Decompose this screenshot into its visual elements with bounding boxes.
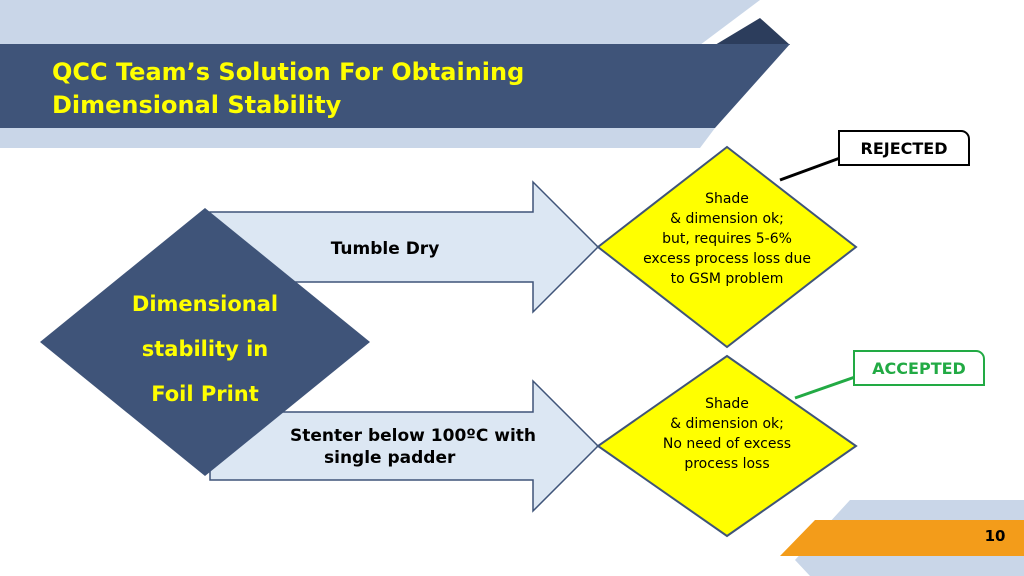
- main-node-line-3: Foil Print: [151, 382, 259, 406]
- slide-title-line-2: Dimensional Stability: [52, 91, 342, 119]
- rejected-tag: REJECTED: [838, 130, 970, 166]
- outcome-top-diamond: [596, 145, 858, 349]
- outcome-bottom-text: Shade & dimension ok; No need of excess …: [617, 394, 837, 474]
- outcome-top-line-2: & dimension ok;: [670, 211, 784, 227]
- arrow-bottom-label-line-1: Stenter below 100ºC with: [290, 426, 537, 446]
- outcome-top-line-1: Shade: [705, 191, 749, 207]
- arrow-bottom-label: Stenter below 100ºC with single padder: [278, 425, 568, 469]
- outcome-bottom-diamond: [596, 354, 858, 538]
- outcome-bottom-line-2: & dimension ok;: [670, 416, 784, 432]
- main-node-line-2: stability in: [141, 337, 269, 361]
- outcome-top-line-3: but, requires 5-6%: [662, 231, 792, 247]
- arrow-bottom-label-line-2: single padder: [324, 448, 456, 468]
- outcome-top-text: Shade & dimension ok; but, requires 5-6%…: [617, 189, 837, 289]
- outcome-bottom-line-3: No need of excess: [662, 436, 792, 452]
- arrow-stenter: [209, 379, 600, 513]
- main-node-label: Dimensional stability in Foil Print: [110, 282, 300, 417]
- main-node-line-1: Dimensional: [131, 292, 279, 316]
- slide-title: QCC Team’s Solution For Obtaining Dimens…: [52, 56, 672, 122]
- accepted-connector: [794, 375, 856, 400]
- header-dark-band: [0, 44, 790, 128]
- page-number: 10: [984, 527, 1006, 545]
- outcome-top-line-4: excess process loss due: [643, 251, 811, 267]
- outcome-bottom-line-1: Shade: [705, 396, 749, 412]
- footer-orange-band: [780, 520, 1024, 556]
- header-dark-corner: [715, 18, 790, 45]
- main-node-diamond: [40, 208, 370, 476]
- footer-light-band-bottom: [795, 560, 1024, 576]
- outcome-top-line-5: to GSM problem: [670, 271, 784, 287]
- arrow-top-label: Tumble Dry: [330, 239, 440, 259]
- outcome-bottom-line-4: process loss: [684, 456, 770, 472]
- header-light-underband: [0, 128, 715, 148]
- header-light-band: [0, 0, 760, 45]
- accepted-tag: ACCEPTED: [853, 350, 985, 386]
- slide-title-line-1: QCC Team’s Solution For Obtaining: [52, 58, 525, 86]
- rejected-connector: [779, 156, 841, 182]
